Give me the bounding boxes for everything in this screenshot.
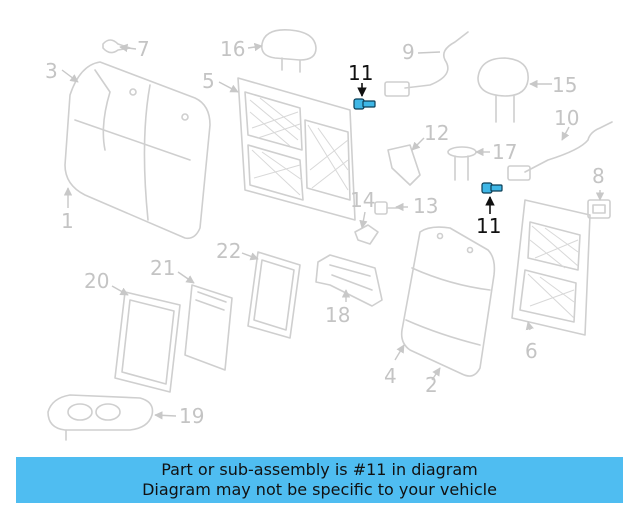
parts-diagram: 1 2 3 4 5 6 7 8 9 10 11 11 12 13 14 15 1… bbox=[45, 28, 613, 441]
callout-7: 7 bbox=[137, 37, 150, 61]
panel-part-21 bbox=[184, 284, 233, 371]
callout-11-upper: 11 bbox=[348, 61, 373, 85]
callout-5: 5 bbox=[202, 69, 215, 93]
callout-14: 14 bbox=[350, 188, 375, 212]
callout-20: 20 bbox=[84, 269, 109, 293]
pin-part-7 bbox=[102, 39, 131, 54]
panel-part-20 bbox=[114, 291, 181, 393]
banner-line-part: Part or sub-assembly is #11 in diagram bbox=[161, 460, 478, 479]
cable-part-10 bbox=[507, 121, 613, 181]
panel-part-22 bbox=[247, 251, 301, 339]
clip-part-8 bbox=[587, 199, 611, 219]
callout-9: 9 bbox=[402, 40, 415, 64]
callout-16: 16 bbox=[220, 37, 245, 61]
bolt-part-11-upper bbox=[353, 98, 376, 110]
callout-10: 10 bbox=[554, 106, 579, 130]
bracket-part-12 bbox=[387, 144, 421, 186]
callout-22: 22 bbox=[216, 239, 241, 263]
callout-13: 13 bbox=[413, 194, 438, 218]
callout-19: 19 bbox=[179, 404, 204, 428]
cable-part-9 bbox=[384, 31, 469, 97]
seat-back-left bbox=[64, 61, 211, 240]
seat-frame-part-6 bbox=[511, 199, 591, 336]
callout-3: 3 bbox=[45, 59, 58, 83]
headrest-part-16 bbox=[260, 28, 317, 73]
part-info-banner: Part or sub-assembly is #11 in diagram D… bbox=[16, 457, 623, 503]
seat-back-right bbox=[400, 226, 496, 377]
banner-line-disclaimer: Diagram may not be specific to your vehi… bbox=[142, 480, 497, 499]
callout-15: 15 bbox=[552, 73, 577, 97]
callout-2: 2 bbox=[425, 373, 438, 397]
bolt-part-11-lower bbox=[481, 182, 503, 194]
grommet-part-17 bbox=[447, 146, 477, 181]
headrest-part-15 bbox=[477, 57, 529, 123]
callout-8: 8 bbox=[592, 164, 605, 188]
callout-4: 4 bbox=[384, 364, 397, 388]
callout-21: 21 bbox=[150, 256, 175, 280]
bracket-part-18 bbox=[315, 254, 383, 307]
callout-11-lower: 11 bbox=[476, 214, 501, 238]
callout-17: 17 bbox=[492, 140, 517, 164]
bracket-part-14 bbox=[354, 224, 379, 245]
bolt-part-13 bbox=[374, 201, 401, 215]
seat-frame-part-5 bbox=[237, 77, 356, 221]
callout-18: 18 bbox=[325, 303, 350, 327]
armrest-part-19 bbox=[47, 394, 154, 441]
callout-1: 1 bbox=[61, 209, 74, 233]
callout-12: 12 bbox=[424, 121, 449, 145]
callout-6: 6 bbox=[525, 339, 538, 363]
